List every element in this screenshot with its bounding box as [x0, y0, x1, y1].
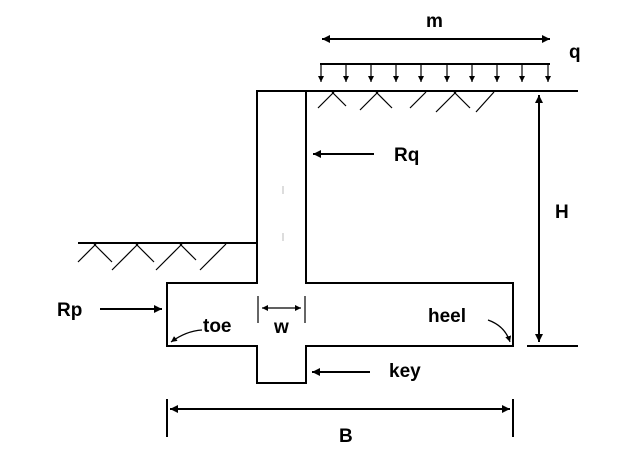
- toe-pointer: [170, 329, 203, 343]
- retaining-wall-outline: [166, 90, 514, 384]
- heel-pointer: [487, 319, 512, 343]
- label-h: H: [555, 202, 569, 223]
- surcharge-load: [318, 63, 551, 82]
- label-b: B: [339, 426, 353, 447]
- label-key: key: [389, 361, 421, 382]
- label-q: q: [569, 42, 581, 63]
- label-toe: toe: [203, 316, 232, 337]
- backfill-ground: [306, 90, 578, 113]
- label-rq: Rq: [394, 145, 419, 166]
- label-heel: heel: [428, 306, 466, 327]
- front-ground: [77, 242, 257, 271]
- label-rp: Rp: [57, 300, 82, 321]
- label-w: w: [273, 317, 289, 338]
- label-m: m: [426, 11, 443, 32]
